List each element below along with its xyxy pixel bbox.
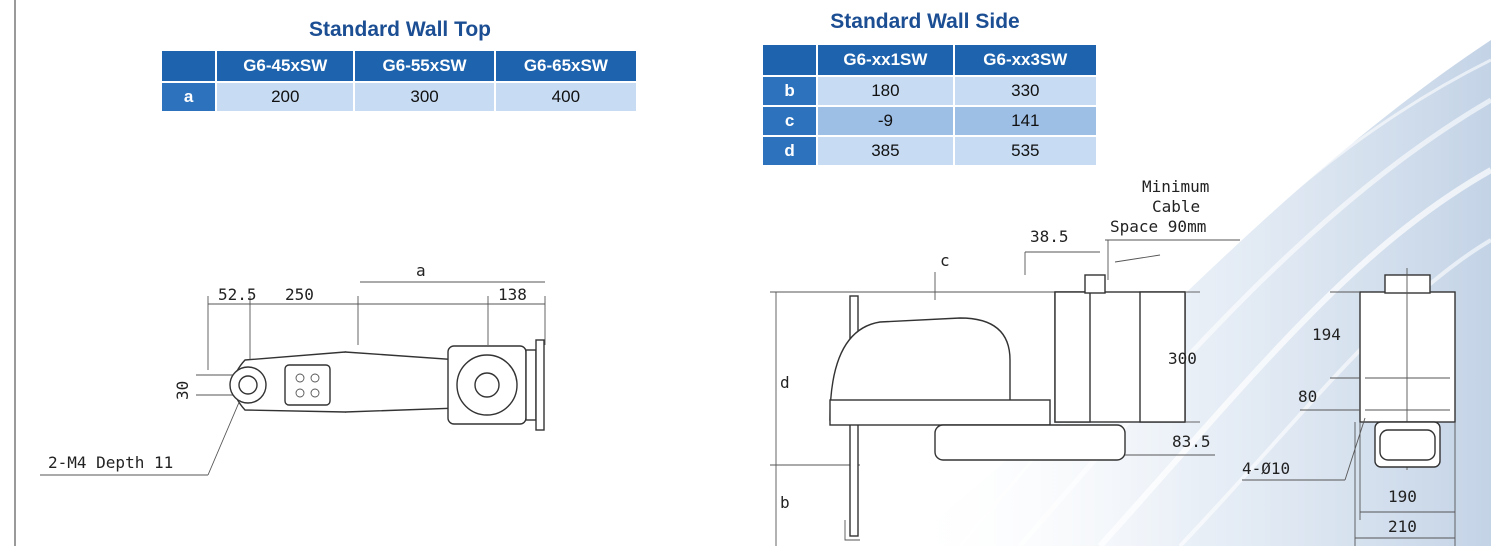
side-table-title: Standard Wall Side bbox=[830, 10, 1020, 33]
cable-space-line2: Cable bbox=[1152, 197, 1200, 216]
dim-38-5-label: 38.5 bbox=[1030, 227, 1069, 246]
top-table-title: Standard Wall Top bbox=[309, 18, 491, 41]
row-label: a bbox=[162, 81, 218, 111]
hole-spec-note: 4-Ø10 bbox=[1242, 459, 1290, 478]
top-dimension-table: G6-45xSW G6-55xSW G6-65xSW a 200 300 400 bbox=[162, 51, 636, 111]
table-row: d 385 535 bbox=[763, 135, 1096, 165]
table-cell: 300 bbox=[354, 81, 496, 111]
cable-space-line1: Minimum bbox=[1142, 177, 1209, 196]
table-row: a 200 300 400 bbox=[162, 81, 636, 111]
table-cell: 180 bbox=[817, 75, 955, 106]
end-view-drawing: 194 80 4-Ø10 190 210 bbox=[1242, 268, 1456, 546]
table-cell: 141 bbox=[953, 105, 1096, 136]
table-row: c -9 141 bbox=[763, 105, 1096, 136]
side-table-col-header: G6-xx3SW bbox=[953, 45, 1096, 76]
side-dimension-table: G6-xx1SW G6-xx3SW b 180 330 c -9 141 d 3… bbox=[763, 45, 1096, 165]
table-cell: -9 bbox=[817, 105, 955, 136]
table-row: b 180 330 bbox=[763, 75, 1096, 106]
side-table-corner-cell bbox=[763, 45, 819, 76]
cable-space-line3: Space 90mm bbox=[1110, 217, 1206, 236]
table-cell: 400 bbox=[494, 81, 636, 111]
dim-30-label: 30 bbox=[173, 381, 192, 400]
side-table-col-header: G6-xx1SW bbox=[817, 45, 955, 76]
top-table-col-header: G6-65xSW bbox=[494, 51, 636, 82]
table-cell: 330 bbox=[953, 75, 1096, 106]
table-cell: 385 bbox=[817, 135, 955, 165]
dim-194-label: 194 bbox=[1312, 325, 1341, 344]
side-view-drawing: Minimum Cable Space 90mm 38.5 c d b 300 … bbox=[770, 177, 1240, 546]
dim-52-5-label: 52.5 bbox=[218, 285, 257, 304]
dim-190-label: 190 bbox=[1388, 487, 1417, 506]
dim-83-5-label: 83.5 bbox=[1172, 432, 1211, 451]
dim-300-label: 300 bbox=[1168, 349, 1197, 368]
table-cell: 200 bbox=[216, 81, 356, 111]
dim-a-label: a bbox=[416, 261, 426, 280]
top-table-col-header: G6-55xSW bbox=[354, 51, 496, 82]
dim-138-label: 138 bbox=[498, 285, 527, 304]
row-label: d bbox=[763, 135, 819, 165]
dim-80-label: 80 bbox=[1298, 387, 1317, 406]
left-border-rule bbox=[14, 0, 16, 546]
table-cell: 535 bbox=[953, 135, 1096, 165]
dim-250-label: 250 bbox=[285, 285, 314, 304]
row-label: b bbox=[763, 75, 819, 106]
row-label: c bbox=[763, 105, 819, 136]
top-view-drawing: a 52.5 250 138 30 2-M4 Depth 11 bbox=[40, 261, 546, 476]
top-table-col-header: G6-45xSW bbox=[216, 51, 356, 82]
side-table-header-row: G6-xx1SW G6-xx3SW bbox=[763, 45, 1096, 76]
dim-d-label: d bbox=[780, 373, 790, 392]
dim-210-label: 210 bbox=[1388, 517, 1417, 536]
dim-b-label: b bbox=[780, 493, 790, 512]
mount-holes-note: 2-M4 Depth 11 bbox=[48, 453, 173, 472]
dim-c-label: c bbox=[940, 251, 950, 270]
top-table-header-row: G6-45xSW G6-55xSW G6-65xSW bbox=[162, 51, 636, 82]
top-table-corner-cell bbox=[162, 51, 218, 82]
